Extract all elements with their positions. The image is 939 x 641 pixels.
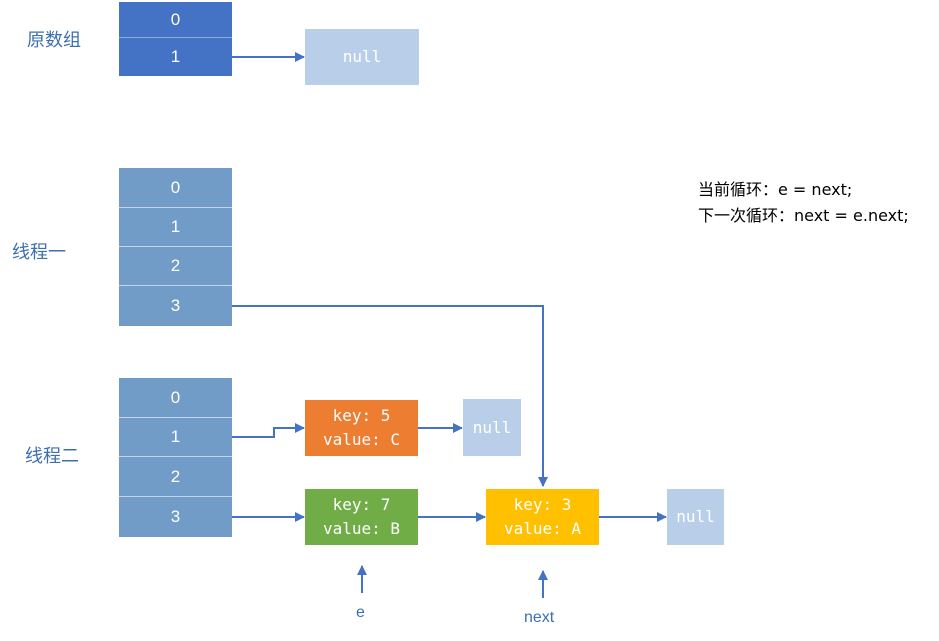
node-b-value: value: B [322, 519, 401, 538]
original-array-label: 原数组 [27, 30, 81, 51]
thread1-label: 线程一 [12, 242, 66, 263]
arrow-thread2-1-to-node-c [232, 423, 305, 438]
original-null-box: null [305, 29, 419, 85]
thread1-cell-2: 2 [119, 247, 232, 286]
original-cell-0: 0 [119, 2, 232, 38]
node-b-key: key: 7 [332, 495, 391, 514]
thread2-cell-3: 3 [119, 497, 232, 537]
note-current-loop: 当前循环：e = next; [698, 180, 853, 199]
node-b: key: 7 value: B [305, 489, 418, 545]
note-next-loop: 下一次循环：next = e.next; [698, 206, 909, 225]
thread1-cell-3: 3 [119, 286, 232, 326]
original-cell-1: 1 [119, 38, 232, 76]
thread2-cell-0: 0 [119, 378, 232, 418]
node-c: key: 5 value: C [305, 400, 418, 456]
thread2-cell-2: 2 [119, 457, 232, 497]
node-a-null-box: null [667, 489, 724, 545]
pointer-e-label: e [356, 604, 365, 621]
thread2-label: 线程二 [25, 446, 79, 467]
node-a: key: 3 value: A [486, 489, 599, 545]
arrow-thread1-3-to-node-a [232, 305, 548, 487]
node-c-null-box: null [463, 399, 521, 456]
node-a-key: key: 3 [513, 495, 572, 514]
thread1-cell-0: 0 [119, 168, 232, 208]
node-c-key: key: 5 [332, 406, 391, 425]
thread1-cell-1: 1 [119, 208, 232, 247]
thread2-cell-1: 1 [119, 418, 232, 457]
node-a-value: value: A [503, 519, 582, 538]
pointer-next-label: next [524, 609, 555, 626]
node-c-value: value: C [322, 430, 401, 449]
